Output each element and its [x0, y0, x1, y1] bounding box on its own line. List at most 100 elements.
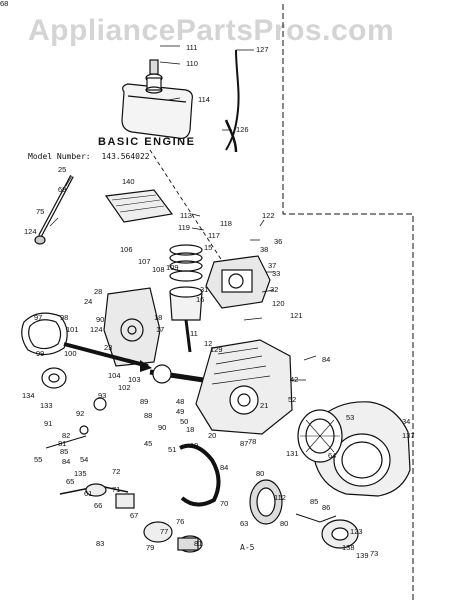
callout-label[interactable]: 73: [370, 549, 379, 558]
callout-label[interactable]: 76: [176, 517, 185, 526]
callout-label[interactable]: 68: [0, 0, 9, 8]
callout-label[interactable]: 34: [402, 417, 411, 426]
callout-label[interactable]: 38: [260, 245, 269, 254]
callout-label[interactable]: 85: [310, 497, 319, 506]
callout-label[interactable]: 114: [198, 95, 210, 104]
callout-label[interactable]: 83: [96, 539, 105, 548]
callout-label[interactable]: 137: [402, 431, 415, 440]
callout-label[interactable]: 50: [180, 417, 189, 426]
fuel-tank[interactable]: [121, 59, 193, 139]
piston[interactable]: [169, 286, 203, 353]
gasket[interactable]: [21, 312, 68, 356]
callout-label[interactable]: 90: [96, 315, 105, 324]
lower-bearings[interactable]: [143, 521, 203, 553]
callout-label[interactable]: 24: [84, 297, 93, 306]
callout-label[interactable]: 33: [272, 269, 281, 278]
callout-label[interactable]: 81: [194, 539, 203, 548]
callout-label[interactable]: 63: [240, 519, 249, 528]
callout-label[interactable]: 127: [256, 45, 269, 54]
callout-label[interactable]: 78: [248, 437, 257, 446]
callout-label[interactable]: 23: [104, 343, 113, 352]
callout-label[interactable]: 111: [186, 43, 198, 52]
callout-label[interactable]: 16: [196, 295, 205, 304]
callout-label[interactable]: 12: [204, 339, 213, 348]
callout-label[interactable]: 108: [152, 265, 165, 274]
callout-label[interactable]: 11: [190, 329, 198, 338]
callout-label[interactable]: 32: [270, 285, 279, 294]
callout-label[interactable]: 126: [236, 125, 249, 134]
starter-cup[interactable]: [295, 513, 359, 549]
callout-label[interactable]: 122: [262, 211, 275, 220]
callout-label[interactable]: 98: [60, 313, 69, 322]
callout-label[interactable]: 71: [112, 485, 121, 494]
callout-label[interactable]: 88: [144, 411, 153, 420]
callout-label[interactable]: 106: [120, 245, 133, 254]
callout-label[interactable]: 91: [44, 419, 53, 428]
callout-label[interactable]: 87: [240, 439, 249, 448]
callout-label[interactable]: 90: [158, 423, 167, 432]
callout-label[interactable]: 31: [200, 285, 209, 294]
callout-label[interactable]: 86: [322, 503, 331, 512]
callout-label[interactable]: 134: [22, 391, 35, 400]
callout-label[interactable]: 103: [128, 375, 141, 384]
callout-label[interactable]: 61: [84, 489, 93, 498]
callout-label[interactable]: 21: [260, 401, 269, 410]
callout-label[interactable]: 85: [60, 447, 69, 456]
callout-label[interactable]: 107: [138, 257, 151, 266]
callout-label[interactable]: 45: [144, 439, 153, 448]
callout-label[interactable]: 139: [356, 551, 369, 560]
callout-label[interactable]: 89: [140, 397, 149, 406]
callout-label[interactable]: 65: [66, 477, 75, 486]
callout-label[interactable]: 110: [186, 59, 198, 68]
callout-label[interactable]: 129: [210, 345, 223, 354]
callout-label[interactable]: 100: [64, 349, 77, 358]
small-parts-left[interactable]: [41, 367, 107, 449]
callout-label[interactable]: 140: [122, 177, 135, 186]
callout-label[interactable]: 133: [40, 401, 53, 410]
callout-label[interactable]: 118: [220, 219, 232, 228]
callout-label[interactable]: 84: [220, 463, 229, 472]
callout-label[interactable]: 82: [62, 431, 71, 440]
callout-label[interactable]: 37: [268, 261, 277, 270]
callout-label[interactable]: 119: [178, 223, 190, 232]
fuel-line[interactable]: [149, 49, 240, 271]
callout-label[interactable]: 117: [208, 231, 220, 240]
callout-label[interactable]: 55: [34, 455, 43, 464]
callout-label[interactable]: 80: [256, 469, 265, 478]
callout-label[interactable]: 84: [322, 355, 331, 364]
callout-label[interactable]: 77: [160, 527, 169, 536]
callout-label[interactable]: 97: [34, 313, 43, 322]
callout-label[interactable]: 19: [190, 441, 199, 450]
callout-label[interactable]: 53: [346, 413, 355, 422]
callout-label[interactable]: 121: [290, 311, 303, 320]
callout-label[interactable]: 124: [24, 227, 37, 236]
callout-label[interactable]: 84: [62, 457, 71, 466]
cover-plate[interactable]: [104, 189, 174, 223]
callout-label[interactable]: 36: [274, 237, 283, 246]
callout-label[interactable]: 70: [220, 499, 229, 508]
callout-label[interactable]: 72: [112, 467, 121, 476]
callout-label[interactable]: 48: [176, 397, 185, 406]
carburetor-block[interactable]: [205, 255, 271, 309]
drive-belt[interactable]: [179, 443, 221, 507]
callout-label[interactable]: 52: [288, 395, 297, 404]
callout-label[interactable]: 49: [176, 407, 185, 416]
callout-label[interactable]: 102: [118, 383, 131, 392]
flywheel[interactable]: [297, 409, 343, 463]
callout-label[interactable]: 93: [98, 391, 107, 400]
piston-rings[interactable]: [169, 244, 203, 282]
callout-label[interactable]: 18: [154, 313, 163, 322]
callout-label[interactable]: 15: [204, 243, 213, 252]
callout-label[interactable]: 28: [94, 287, 103, 296]
callout-label[interactable]: 101: [66, 325, 79, 334]
callout-label[interactable]: 120: [272, 299, 285, 308]
callout-label[interactable]: 131: [286, 449, 299, 458]
callout-label[interactable]: 79: [146, 543, 155, 552]
starter-pulley[interactable]: [249, 479, 283, 525]
callout-label[interactable]: 104: [108, 371, 121, 380]
callout-label[interactable]: 67: [130, 511, 139, 520]
callout-label[interactable]: 123: [350, 527, 363, 536]
callout-label[interactable]: 75: [36, 207, 45, 216]
dipstick-tube[interactable]: [34, 175, 74, 245]
callout-label[interactable]: 42: [290, 375, 299, 384]
